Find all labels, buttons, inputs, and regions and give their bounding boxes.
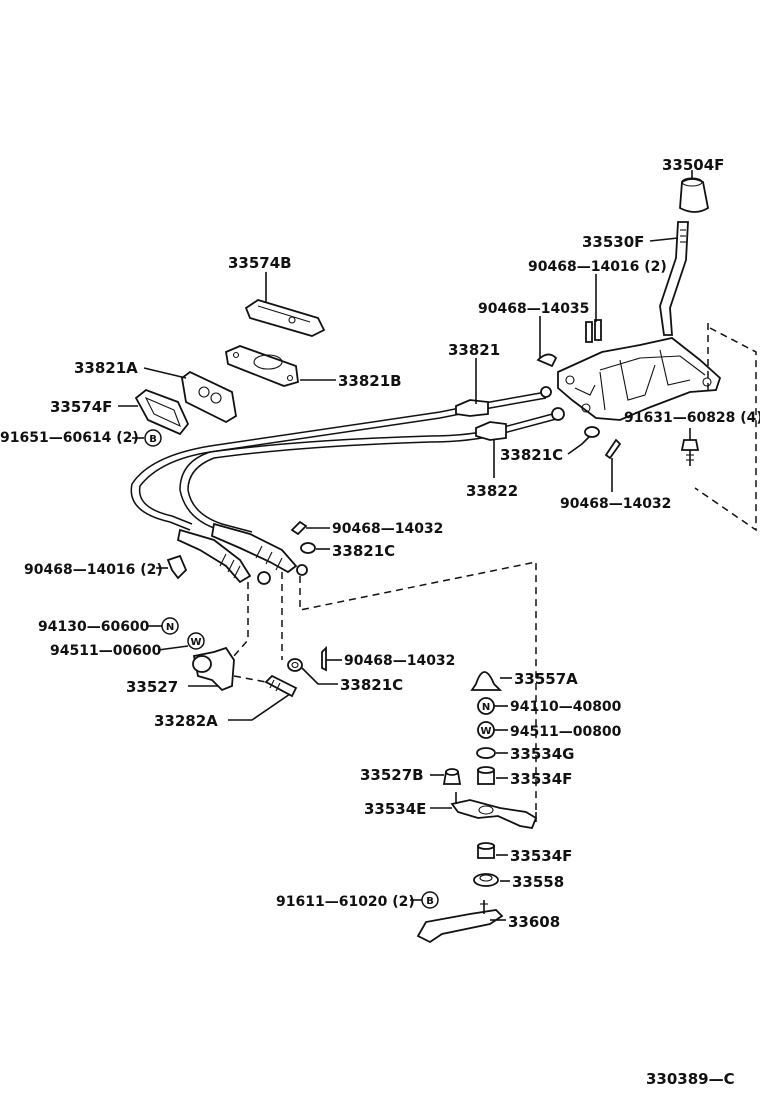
label-33530F: 33530F — [582, 233, 644, 251]
label-33821B: 33821B — [338, 372, 402, 390]
clip-90468-14016-b — [166, 554, 188, 580]
label-33504F: 33504F — [662, 156, 724, 174]
label-33558: 33558 — [512, 873, 564, 891]
label-33821: 33821 — [448, 341, 500, 359]
label-33821C-b: 33821C — [332, 542, 395, 560]
label-33574B: 33574B — [228, 254, 292, 272]
select-cable-33822 — [179, 407, 565, 539]
label-33534F-b: 33534F — [510, 847, 572, 865]
shift-cable-33821 — [130, 386, 552, 531]
label-33534G: 33534G — [510, 745, 575, 763]
label-33608: 33608 — [508, 913, 560, 931]
label-33821C-a: 33821C — [500, 446, 563, 464]
cable-end-boot-b — [210, 522, 308, 576]
nut-symbol-94130: N — [161, 617, 179, 635]
label-33574F: 33574F — [50, 398, 112, 416]
plate-33574B — [244, 299, 326, 337]
plate-33821B — [224, 345, 299, 387]
plate-33574F — [134, 388, 190, 436]
washer-33821C-c — [287, 658, 303, 672]
label-33527: 33527 — [126, 678, 178, 696]
label-33527B: 33527B — [360, 766, 424, 784]
nut-94110-40800-sym: N — [477, 697, 495, 715]
bolt-symbol-91611: B — [421, 891, 439, 909]
label-91631-60828: 91631—60828 (4) — [624, 410, 760, 426]
bushing-33534F-a — [477, 766, 495, 785]
label-33557A: 33557A — [514, 670, 578, 688]
label-94511-00800: 94511—00800 — [510, 724, 622, 740]
label-90468-14032-c: 90468—14032 — [344, 653, 455, 669]
dashed-guide-right — [694, 327, 757, 532]
clip-90468-14032-a — [290, 520, 308, 536]
dashed-guide-cable-a — [233, 582, 249, 657]
washer-symbol-94511-00600: W — [187, 632, 205, 650]
pin-33282A — [264, 674, 298, 698]
svg-text:N: N — [482, 702, 490, 713]
cable-end-boot-a — [176, 528, 271, 585]
label-90468-14016-b: 90468—14016 (2) — [24, 562, 163, 578]
svg-text:B: B — [426, 896, 434, 907]
label-94110-40800: 94110—40800 — [510, 699, 622, 715]
clip-90468-14032-c — [321, 645, 327, 672]
bushing-33527B — [442, 768, 462, 785]
label-33821A: 33821A — [74, 359, 138, 377]
washer-33558 — [473, 873, 499, 887]
clip-90468-14016 — [585, 319, 602, 343]
label-90468-14035: 90468—14035 — [478, 301, 589, 317]
shift-knob-33504F — [679, 177, 710, 213]
svg-text:B: B — [149, 434, 157, 445]
bushing-33534F-b — [477, 842, 495, 859]
label-33282A: 33282A — [154, 712, 218, 730]
label-33821C-c: 33821C — [340, 676, 403, 694]
washer-33821C-b — [300, 542, 316, 554]
svg-text:W: W — [480, 726, 491, 737]
label-91611-61020: 91611—61020 (2) — [276, 894, 415, 910]
label-94511-00600: 94511—00600 — [50, 643, 162, 659]
shift-lever-33530F — [659, 221, 689, 336]
figure-code: 330389—C — [646, 1070, 735, 1088]
label-90468-14016: 90468—14016 (2) — [528, 259, 667, 275]
label-33534F-a: 33534F — [510, 770, 572, 788]
leader-lines — [118, 170, 693, 921]
label-33534E: 33534E — [364, 800, 426, 818]
label-94130-60600: 94130—60600 — [38, 619, 150, 635]
washer-33534G — [476, 747, 496, 759]
label-90468-14032-r: 90468—14032 — [560, 496, 671, 512]
lever-33534E — [450, 792, 538, 830]
lever-33608 — [416, 900, 504, 944]
bolt-symbol-91651: B — [144, 429, 162, 447]
bolt-91631-60828 — [680, 439, 700, 466]
clip-90468-14032-right — [604, 438, 622, 460]
bracket-33527 — [192, 646, 235, 692]
dashed-guide-pin — [233, 675, 267, 683]
shift-lever-housing — [557, 337, 722, 421]
washer-33821C-a — [584, 426, 600, 438]
svg-text:N: N — [166, 622, 174, 633]
dashed-guide-cable-c — [299, 561, 537, 810]
svg-text:W: W — [190, 637, 201, 648]
washer-94511-00800-sym: W — [477, 721, 495, 739]
label-33822: 33822 — [466, 482, 518, 500]
plate-33821A — [181, 370, 237, 424]
bushing-33557A — [470, 671, 503, 691]
label-91651-60614: 91651—60614 (2) — [0, 430, 139, 446]
label-90468-14032-a: 90468—14032 — [332, 521, 443, 537]
